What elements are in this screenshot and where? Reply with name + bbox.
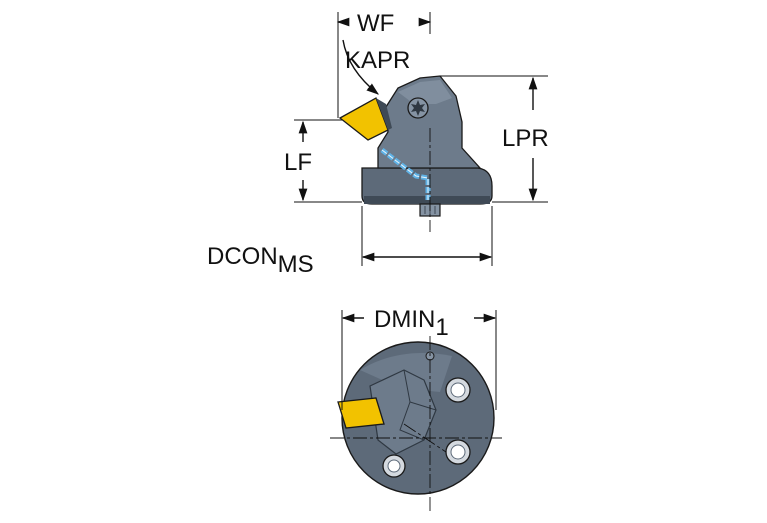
bolt-hole-icon: [382, 454, 406, 478]
torx-screw-icon: [407, 97, 429, 119]
svg-text:DCONMS: DCONMS: [207, 243, 314, 278]
insert-end: [337, 397, 385, 429]
svg-text:DMIN1: DMIN1: [374, 306, 449, 341]
wf-dimension: WF: [336, 10, 432, 118]
kapr-dimension: KAPR: [342, 39, 410, 95]
bolt-hole-icon: [445, 439, 471, 465]
lpr-label: LPR: [502, 125, 549, 152]
bolt-hole-icon: [445, 377, 471, 403]
end-view: [330, 336, 502, 512]
clamp-head-highlight: [398, 80, 452, 104]
wf-label: WF: [357, 10, 394, 37]
side-view: [338, 75, 493, 232]
lf-dimension: LF: [284, 119, 362, 203]
lpr-dimension: LPR: [440, 75, 549, 203]
dmin-label: DMIN: [374, 306, 435, 333]
kapr-label: KAPR: [345, 47, 410, 74]
dcon-subscript: MS: [278, 251, 314, 278]
lf-label: LF: [284, 149, 312, 176]
dcon-dimension: DCONMS: [207, 206, 493, 278]
dmin-subscript: 1: [435, 314, 448, 341]
dmin-dimension: DMIN1: [341, 306, 497, 410]
dcon-label: DCON: [207, 243, 278, 270]
clamp-head: [377, 75, 482, 169]
insert-seat: [376, 98, 392, 130]
